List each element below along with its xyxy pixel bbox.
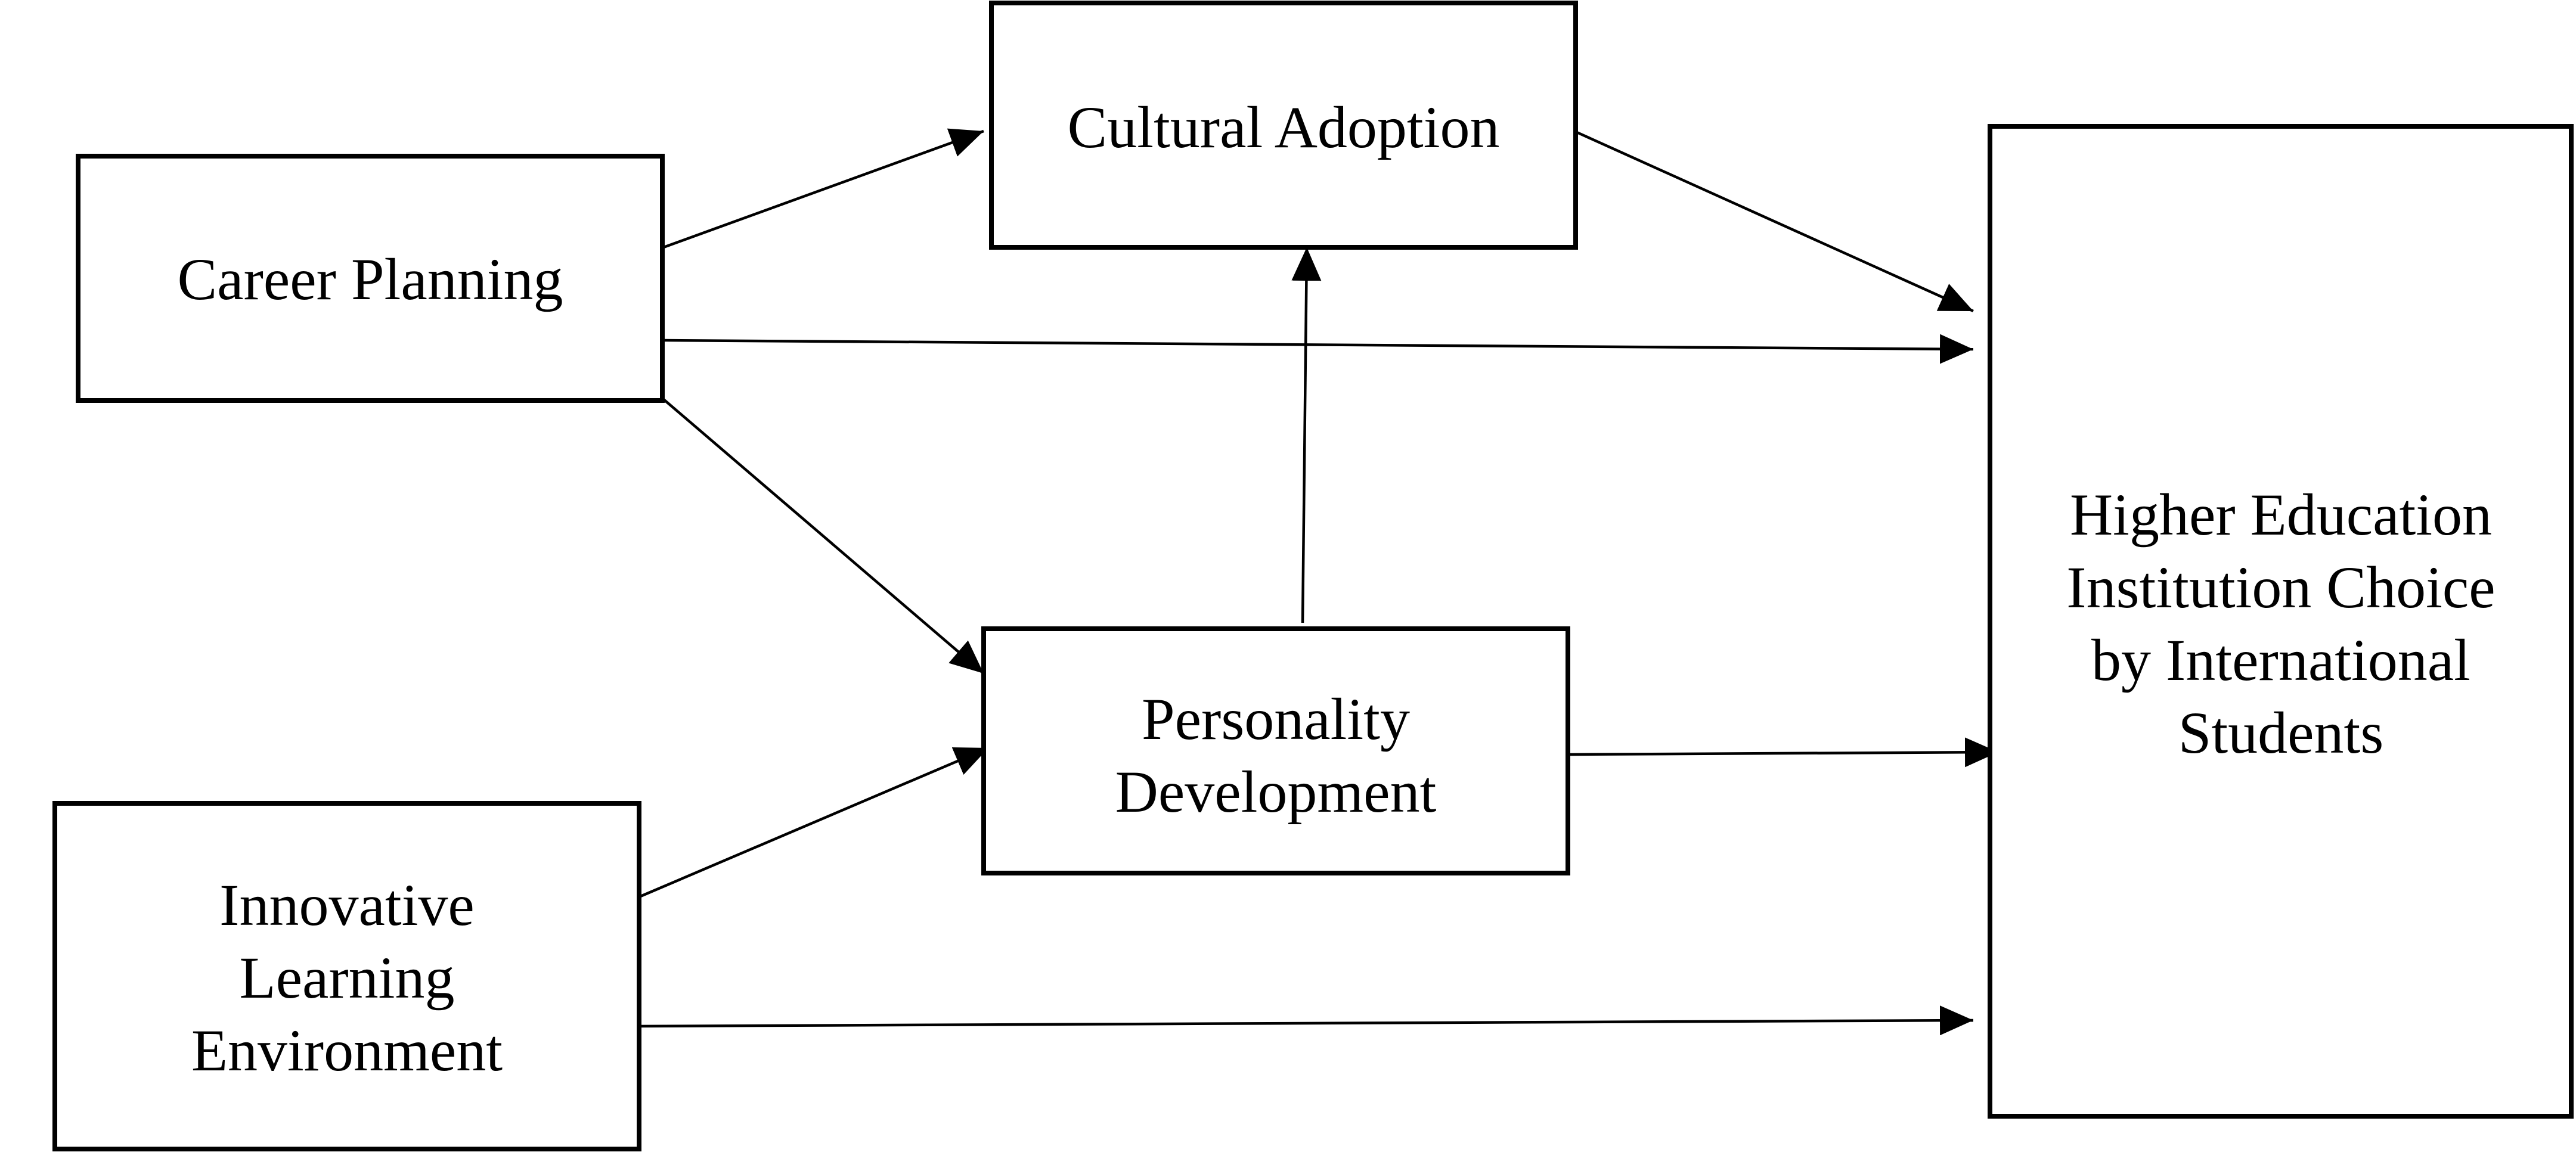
node-innovative-learning-label-line-1: Innovative	[219, 872, 475, 938]
node-career-planning-box	[76, 154, 665, 403]
node-career-planning-label: Career Planning	[177, 246, 563, 312]
node-career-planning: Career Planning	[76, 154, 665, 403]
node-personality-development-box	[981, 626, 1570, 875]
node-innovative-learning-environment-box	[52, 801, 641, 1151]
node-cultural-adoption-label: Cultural Adoption	[1068, 94, 1500, 160]
node-cultural-adoption-box	[989, 1, 1578, 250]
node-hei-choice-label-line-4: Students	[2178, 700, 2383, 766]
arrow-career-planning-to-personality-development	[662, 398, 985, 675]
node-innovative-learning-label-line-3: Environment	[191, 1017, 503, 1083]
edges	[630, 128, 1999, 1036]
node-innovative-learning-label-line-2: Learning	[240, 945, 455, 1011]
arrow-innovative-learning-to-hei-choice	[630, 1005, 1974, 1036]
arrow-career-planning-to-cultural-adoption	[663, 128, 984, 249]
nodes: Career Planning Cultural Adoption Person…	[52, 1, 2574, 1151]
node-personality-development-label-line-1: Personality	[1142, 686, 1410, 752]
node-hei-choice-label-line-1: Higher Education	[2070, 482, 2492, 548]
arrow-personality-development-to-cultural-adoption	[1291, 247, 1322, 623]
node-hei-choice-label-line-3: by International	[2091, 627, 2470, 693]
arrow-cultural-adoption-to-hei-choice	[1576, 131, 1974, 313]
node-hei-choice: Higher Education Institution Choice by I…	[1988, 124, 2574, 1119]
node-hei-choice-label-line-2: Institution Choice	[2066, 554, 2495, 620]
arrow-career-planning-to-hei-choice	[663, 334, 1974, 364]
node-innovative-learning-environment: Innovative Learning Environment	[52, 801, 641, 1151]
node-hei-choice-box	[1988, 124, 2574, 1119]
node-personality-development: Personality Development	[981, 626, 1570, 875]
node-cultural-adoption: Cultural Adoption	[989, 1, 1578, 250]
arrow-personality-development-to-hei-choice	[1568, 737, 1999, 768]
arrow-innovative-learning-to-personality-development	[638, 746, 989, 899]
node-personality-development-label-line-2: Development	[1115, 759, 1437, 825]
